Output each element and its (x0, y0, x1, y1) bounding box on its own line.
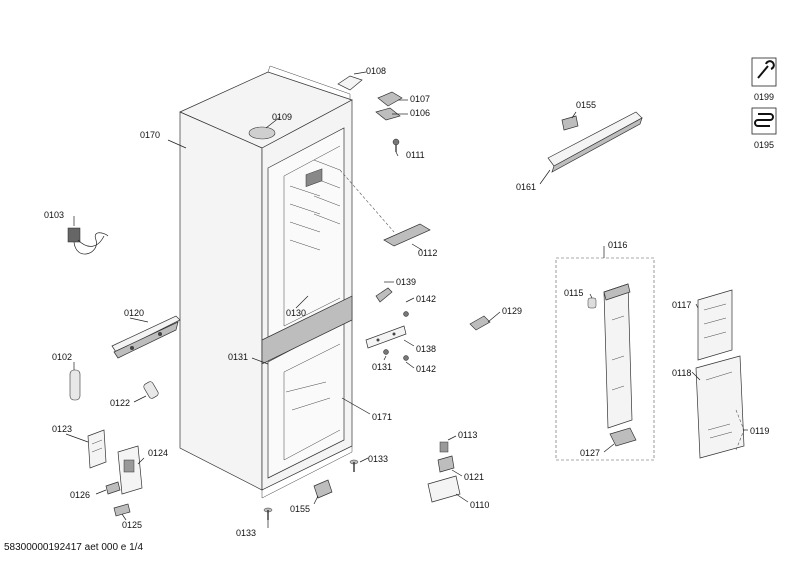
part-group-0116 (555, 257, 655, 461)
part-0111-screw (392, 138, 400, 152)
part-0138-hinge (365, 325, 407, 349)
label-0131-b: 0131 (372, 362, 392, 372)
label-0122: 0122 (110, 398, 130, 408)
label-0170: 0170 (140, 130, 160, 140)
label-0161: 0161 (516, 182, 536, 192)
part-0125-bracket (113, 503, 131, 517)
label-0111: 0111 (406, 150, 425, 160)
label-0110: 0110 (470, 500, 489, 510)
part-0142-screw-b (403, 355, 409, 361)
label-0131-a: 0131 (228, 352, 248, 362)
label-0118: 0118 (672, 368, 691, 378)
label-0117: 0117 (672, 300, 691, 310)
label-0129: 0129 (502, 306, 522, 316)
label-0112: 0112 (418, 248, 437, 258)
label-0199: 0199 (754, 92, 774, 102)
cabinet-body (179, 65, 353, 499)
label-0133-a: 0133 (236, 528, 256, 538)
part-0115-cap (587, 297, 597, 309)
part-0117-panel (697, 289, 733, 361)
label-0155-bottom: 0155 (290, 504, 310, 514)
label-0155-top: 0155 (576, 100, 596, 110)
part-0161-strip (547, 111, 643, 173)
label-0116: 0116 (608, 240, 627, 250)
part-0120-rail (111, 315, 181, 359)
wrench-icon: 0199 (751, 57, 777, 102)
footer-code: 58300000192417 aet 000 e 1/4 (4, 542, 143, 553)
label-0126: 0126 (70, 490, 90, 500)
label-0120: 0120 (124, 308, 144, 318)
part-0122-plug (143, 381, 159, 399)
part-0155-clip (561, 115, 579, 131)
part-0103-power-cable (67, 227, 109, 255)
part-labels: 0108 0107 0106 0111 0109 0170 0103 0112 … (44, 66, 769, 538)
label-0115: 0115 (564, 288, 583, 298)
label-0119: 0119 (750, 426, 769, 436)
label-0123: 0123 (52, 424, 72, 434)
label-0133-b: 0133 (368, 454, 388, 464)
part-0107-hinge (377, 91, 403, 107)
label-0142-b: 0142 (416, 364, 436, 374)
part-0108-cover (337, 75, 363, 91)
label-0109: 0109 (272, 112, 292, 122)
part-0113-fitting (439, 441, 449, 453)
part-0127-tray (609, 427, 637, 447)
part-0129-cover (469, 315, 491, 331)
label-0142-a: 0142 (416, 294, 436, 304)
label-0139: 0139 (396, 277, 416, 287)
part-0106-hinge (375, 107, 401, 121)
part-0133-foot-a (263, 507, 273, 520)
label-0103: 0103 (44, 210, 64, 220)
part-0123-block (87, 429, 107, 469)
label-0108: 0108 (366, 66, 386, 76)
label-0125: 0125 (122, 520, 142, 530)
label-0102: 0102 (52, 352, 72, 362)
label-0113: 0113 (458, 430, 477, 440)
part-0110-bracket (427, 475, 461, 503)
label-0121: 0121 (464, 472, 484, 482)
label-0107: 0107 (410, 94, 430, 104)
label-0138: 0138 (416, 344, 436, 354)
part-0102-spacer (69, 369, 81, 401)
part-0139-hinge-bracket (375, 287, 393, 303)
heating-coil-icon: 0195 (751, 107, 777, 150)
part-0118-panel (695, 355, 745, 459)
part-0112-light (339, 169, 431, 247)
part-0131-pin (383, 349, 389, 355)
label-0124: 0124 (148, 448, 168, 458)
label-0106: 0106 (410, 108, 430, 118)
label-0195: 0195 (754, 140, 774, 150)
leader-lines (65, 71, 748, 528)
part-0121-holder (437, 455, 455, 473)
part-0155-bottom-bracket (313, 479, 333, 499)
label-0127: 0127 (580, 448, 600, 458)
part-0133-foot-b (349, 459, 359, 472)
part-0126-clip (105, 481, 121, 495)
label-0171: 0171 (372, 412, 392, 422)
label-0130: 0130 (286, 308, 306, 318)
part-0142-screw-a (403, 311, 409, 317)
part-0124-module (117, 445, 143, 495)
